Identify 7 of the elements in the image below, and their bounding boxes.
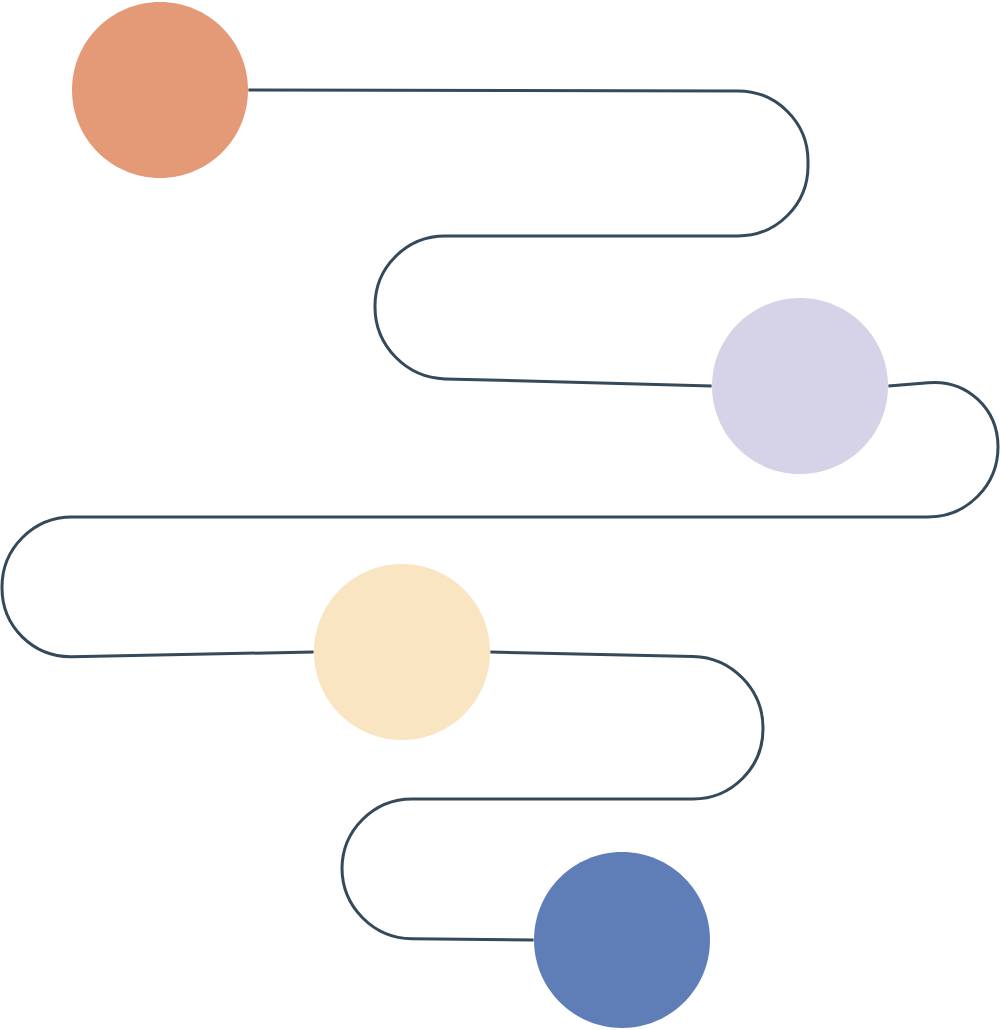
circle-marker (72, 2, 248, 178)
connector-line (0, 381, 1000, 659)
connector-line (340, 650, 765, 942)
circle-marker (534, 852, 710, 1028)
connector-line (248, 88, 810, 388)
circle-marker (314, 564, 490, 740)
circle-marker (712, 298, 888, 474)
